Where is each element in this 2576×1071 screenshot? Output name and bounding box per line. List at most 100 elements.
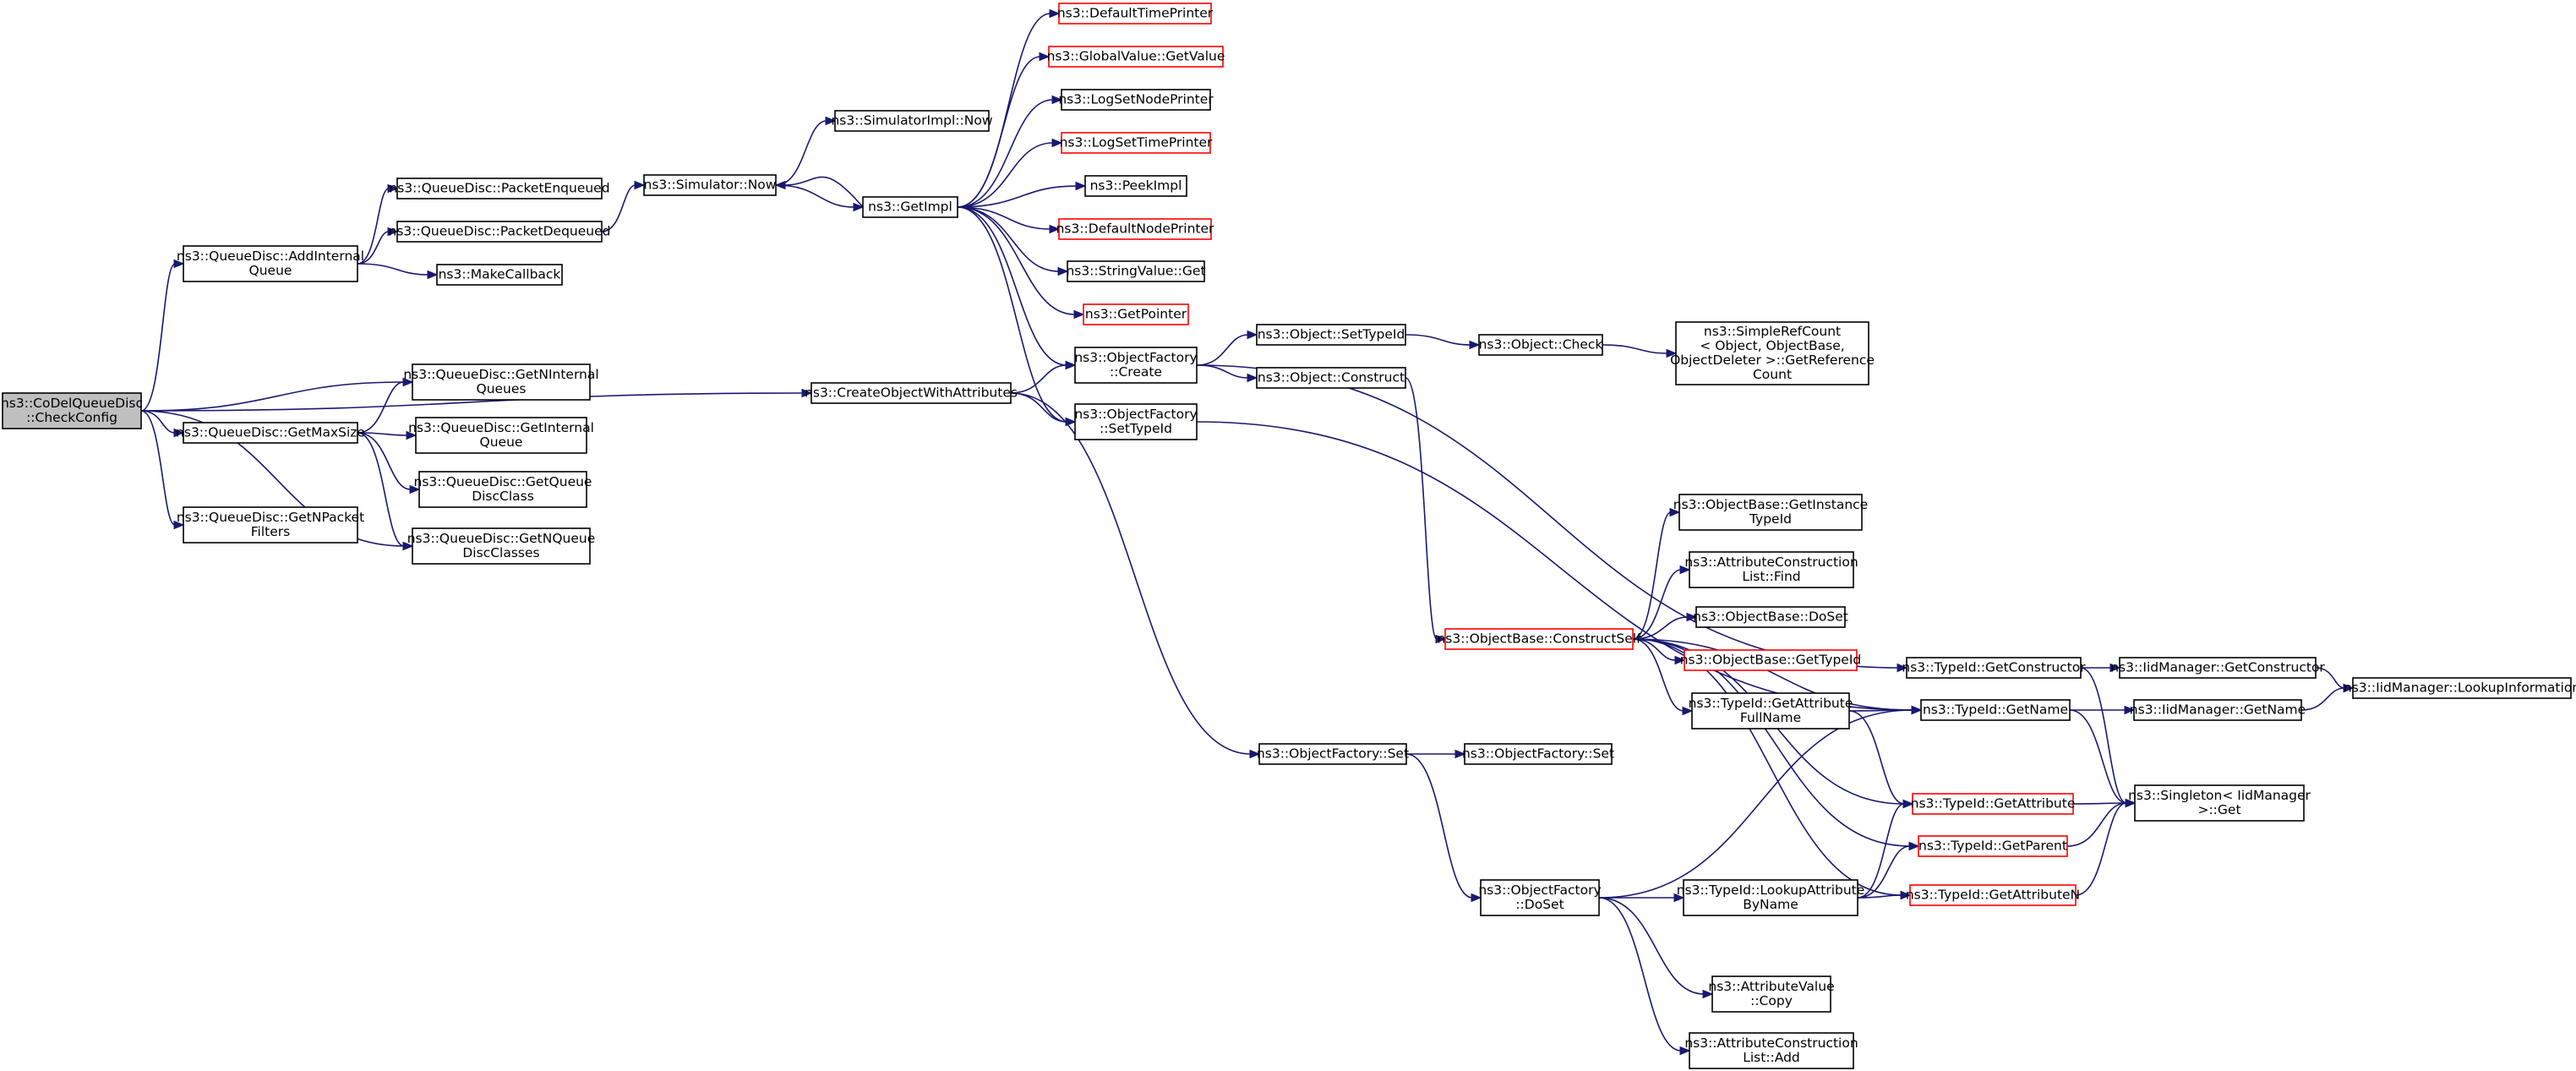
arrowhead: [1249, 749, 1261, 759]
node-getmaxsize[interactable]: ns3::QueueDisc::GetMaxSize: [176, 422, 365, 444]
node-objectconstruct[interactable]: ns3::Object::Construct: [1256, 367, 1406, 389]
node-label: ns3::ObjectFactory::Set: [1462, 746, 1614, 762]
node-singletonget[interactable]: ns3::Singleton< IidManager >::Get: [2128, 784, 2311, 822]
node-label: ns3::TypeId::GetName: [1923, 702, 2068, 718]
node-box: [396, 178, 603, 199]
node-objectsettypeid[interactable]: ns3::Object::SetTypeId: [1256, 324, 1406, 346]
node-objectbasegettypeid[interactable]: ns3::ObjectBase::GetTypeId: [1680, 649, 1862, 671]
node-objectcheck[interactable]: ns3::Object::Check: [1478, 334, 1603, 356]
node-simulatornow[interactable]: ns3::Simulator::Now: [643, 174, 777, 196]
node-constructself[interactable]: ns3::ObjectBase::ConstructSelf: [1437, 628, 1641, 650]
node-objectfactoryset2[interactable]: ns3::ObjectFactory::Set: [1462, 743, 1614, 765]
node-label: ns3::TypeId::GetAttribute: [1911, 796, 2076, 811]
node-label: ns3::Object::Construct: [1258, 370, 1405, 385]
edge-lookupattributebyname-to-typeidgetattribute: [1857, 799, 1914, 899]
edge-typeidgetconstructor-to-singletonget: [2080, 667, 2137, 808]
edge-getimpl-to-globalvaluegetvalue: [957, 52, 1051, 208]
arrowhead: [387, 183, 399, 194]
node-getimpl[interactable]: ns3::GetImpl: [862, 196, 958, 218]
edge-constructself-to-objectbasedoset: [1632, 612, 1698, 640]
node-getpointer[interactable]: ns3::GetPointer: [1083, 303, 1189, 325]
arrowhead: [1897, 663, 1908, 673]
node-label: ns3::QueueDisc::GetMaxSize: [176, 425, 365, 440]
arrowhead: [402, 541, 414, 551]
node-box: [1689, 1032, 1854, 1069]
node-iidmanagergetname[interactable]: ns3::IidManager::GetName: [2130, 699, 2306, 721]
arrowhead: [1065, 360, 1077, 370]
node-createobjectwithattributes[interactable]: ns3::CreateObjectWithAttributes: [805, 382, 1018, 404]
edge-addinternalqueue-to-packetenqueued: [357, 183, 399, 265]
node-box: [412, 527, 591, 565]
arrowhead: [1051, 95, 1063, 105]
node-box: [1061, 89, 1211, 111]
edge-getimpl-to-peekimpl: [957, 181, 1087, 208]
node-peekimpl[interactable]: ns3::PeekImpl: [1084, 175, 1187, 197]
node-label: < Object, ObjectBase,: [1700, 338, 1844, 353]
arrowhead: [173, 428, 185, 438]
edge-checkconfig-to-getninternalqueues: [140, 377, 414, 412]
edge-getattributefullname-to-typeidgetattribute: [1848, 710, 1914, 809]
node-objectfactorydoset[interactable]: ns3::ObjectFactory::DoSet: [1478, 879, 1602, 916]
node-stringvalueget[interactable]: ns3::StringValue::Get: [1066, 260, 1206, 282]
edge-constructself-to-attrconstlistfind: [1632, 565, 1691, 640]
node-packetdequeued[interactable]: ns3::QueueDisc::PacketDequeued: [389, 221, 611, 243]
arrowhead: [1075, 181, 1087, 191]
node-defaulttimeprinter[interactable]: ns3::DefaultTimePrinter: [1057, 3, 1214, 25]
node-typeidgetconstructor[interactable]: ns3::TypeId::GetConstructor: [1902, 657, 2086, 679]
edge-objectsettypeid-to-objectcheck: [1405, 334, 1481, 350]
arrowhead: [1674, 655, 1686, 665]
node-label: List::Add: [1743, 1050, 1800, 1065]
node-defaultnodeprinter[interactable]: ns3::DefaultNodePrinter: [1056, 218, 1214, 240]
node-iidmanagerlookupinformation[interactable]: ns3::IidManager::LookupInformation: [2344, 677, 2576, 699]
node-attributevaluecopy[interactable]: ns3::AttributeValue::Copy: [1708, 975, 1835, 1013]
arrowhead: [387, 227, 399, 237]
node-box: [2133, 699, 2302, 721]
node-box: [183, 245, 358, 282]
node-packetenqueued[interactable]: ns3::QueueDisc::PacketEnqueued: [389, 178, 610, 199]
node-typeidgetparent[interactable]: ns3::TypeId::GetParent: [1918, 835, 2068, 857]
node-objectbasedoset[interactable]: ns3::ObjectBase::DoSet: [1693, 606, 1848, 628]
node-simulatorimplnow[interactable]: ns3::SimulatorImpl::Now: [831, 110, 993, 132]
edge-getmaxsize-to-getnqueuediscclasses: [357, 432, 414, 551]
node-iidmanagergetconstructor[interactable]: ns3::IidManager::GetConstructor: [2110, 657, 2325, 679]
node-typeidgetattributen[interactable]: ns3::TypeId::GetAttributeN: [1906, 884, 2080, 906]
edge-getmaxsize-to-getqueuediscclass: [357, 432, 421, 495]
node-simplerefcountget[interactable]: ns3::SimpleRefCount< Object, ObjectBase,…: [1670, 321, 1875, 385]
node-logsetnodeprinter[interactable]: ns3::LogSetNodePrinter: [1058, 89, 1214, 111]
node-box: [810, 382, 1012, 404]
node-logsettimeprinter[interactable]: ns3::LogSetTimePrinter: [1060, 132, 1213, 154]
edge-objectfactorydoset-to-lookupattributebyname: [1599, 893, 1685, 903]
node-label: ns3::CreateObjectWithAttributes: [805, 385, 1018, 401]
node-box: [1912, 793, 2074, 815]
arrowhead: [1454, 749, 1466, 759]
node-objectfactorysettypeid[interactable]: ns3::ObjectFactory::SetTypeId: [1074, 403, 1198, 440]
edge-objectconstruct-to-constructself: [1405, 377, 1447, 644]
node-globalvaluegetvalue[interactable]: ns3::GlobalValue::GetValue: [1047, 46, 1225, 68]
edge-getimpl-to-logsettimeprinter: [957, 138, 1063, 208]
node-checkconfig[interactable]: ns3::CoDelQueueDisc::CheckConfig: [1, 392, 143, 429]
node-box: [415, 417, 587, 454]
node-box: [1691, 692, 1850, 729]
node-makecallback[interactable]: ns3::MakeCallback: [436, 264, 563, 286]
node-box: [862, 196, 958, 218]
node-objectfactorycreate[interactable]: ns3::ObjectFactory::Create: [1074, 347, 1198, 384]
node-objectfactoryset1[interactable]: ns3::ObjectFactory::Set: [1257, 743, 1409, 765]
node-typeidgetname[interactable]: ns3::TypeId::GetName: [1920, 699, 2071, 721]
node-label: ns3::QueueDisc::GetNPacket: [177, 510, 364, 525]
arrowhead: [1679, 1046, 1691, 1056]
node-box: [1258, 743, 1407, 765]
node-box: [1444, 628, 1634, 650]
node-box: [1478, 334, 1603, 356]
node-typeidgetattribute[interactable]: ns3::TypeId::GetAttribute: [1911, 793, 2076, 815]
